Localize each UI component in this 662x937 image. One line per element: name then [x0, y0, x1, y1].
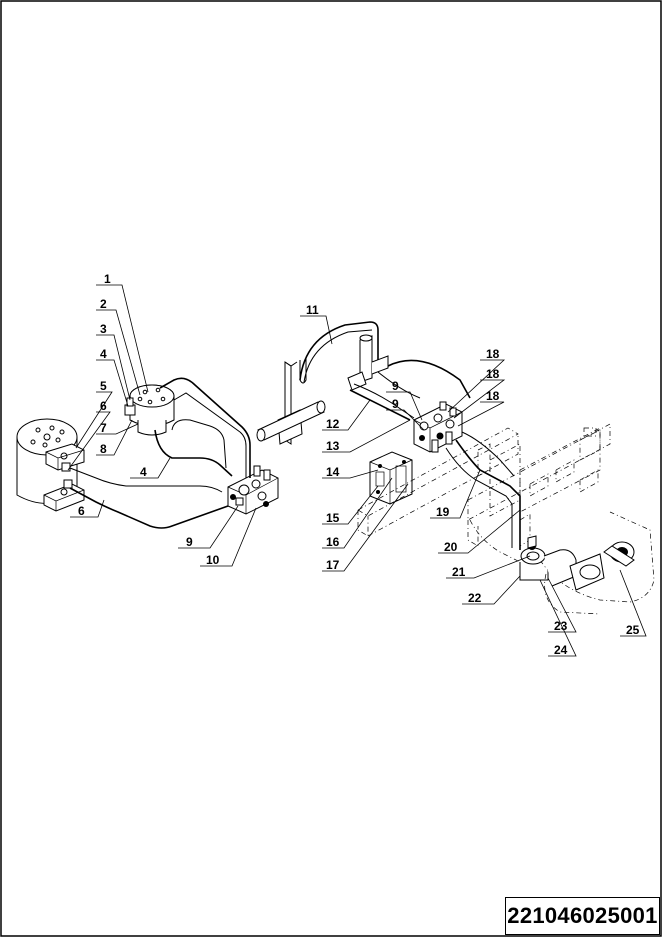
callout-20: 20: [444, 540, 458, 554]
tee-fitting: [347, 334, 389, 391]
callout-10: 10: [206, 553, 220, 567]
hoses-left: [69, 377, 251, 529]
callout-6-upper: 6: [100, 399, 107, 413]
control-valve: [369, 451, 413, 505]
callout-24: 24: [554, 643, 568, 657]
callout-7: 7: [100, 421, 107, 435]
callout-22: 22: [468, 591, 482, 605]
callout-15: 15: [326, 511, 340, 525]
callout-11: 11: [306, 303, 319, 317]
callout-9-left: 9: [186, 535, 193, 549]
callout-9-right-b: 9: [392, 397, 399, 411]
callout-1: 1: [104, 272, 111, 286]
hoses-right: [445, 431, 521, 550]
callout-14: 14: [326, 465, 340, 479]
callout-4-lower: 4: [140, 465, 147, 479]
callout-13: 13: [326, 439, 340, 453]
filter-assembly: [124, 384, 175, 436]
callout-labels: 1 2 3 4 5 6 7 8 4 6 9 10 11 12 13 14 15 …: [78, 272, 640, 657]
callout-4-upper: 4: [100, 347, 107, 361]
callout-9-right-a: 9: [392, 379, 399, 393]
callout-19: 19: [436, 505, 450, 519]
pump-assembly: [519, 535, 635, 591]
callout-18-b: 18: [486, 367, 500, 381]
center-pipe: [256, 358, 326, 445]
hose-11: [299, 321, 379, 383]
leader-lines: [67, 284, 647, 657]
drawing-number: 221046025001: [507, 903, 658, 928]
callout-5: 5: [100, 379, 107, 393]
callout-12: 12: [326, 417, 340, 431]
callout-16: 16: [326, 535, 340, 549]
callout-6-lower: 6: [78, 504, 85, 518]
drawing-number-box: 221046025001: [505, 897, 660, 935]
callout-23: 23: [554, 619, 568, 633]
valve-block-left: [227, 465, 279, 515]
callout-18-a: 18: [486, 347, 500, 361]
callout-2: 2: [100, 297, 107, 311]
callout-21: 21: [452, 565, 466, 579]
callout-17: 17: [326, 558, 340, 572]
callout-3: 3: [100, 322, 107, 336]
upper-bracket: [45, 443, 85, 471]
callout-8: 8: [100, 442, 107, 456]
callout-25: 25: [626, 623, 640, 637]
callout-18-c: 18: [486, 389, 500, 403]
